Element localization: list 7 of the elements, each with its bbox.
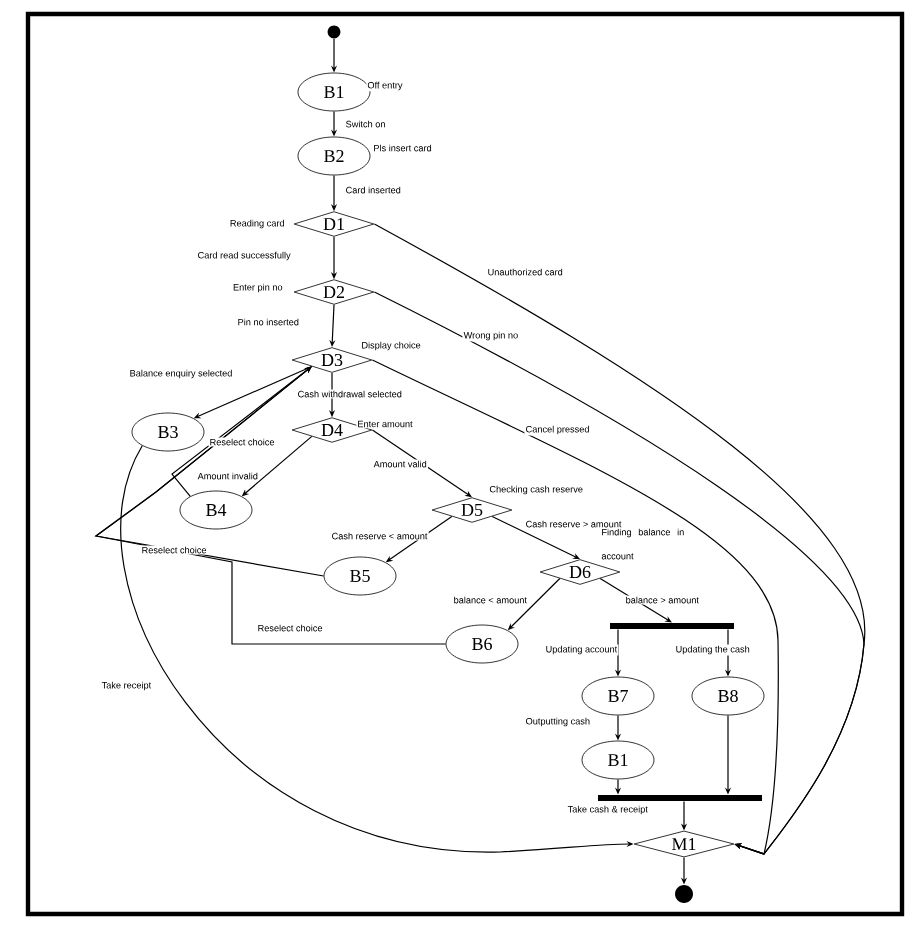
arrow (491, 515, 580, 560)
sync-bar (610, 623, 734, 629)
arrow (371, 359, 779, 855)
arrow (171, 366, 312, 497)
sync-bar (598, 795, 762, 801)
end-dot (675, 885, 693, 903)
arrow (94, 366, 447, 645)
